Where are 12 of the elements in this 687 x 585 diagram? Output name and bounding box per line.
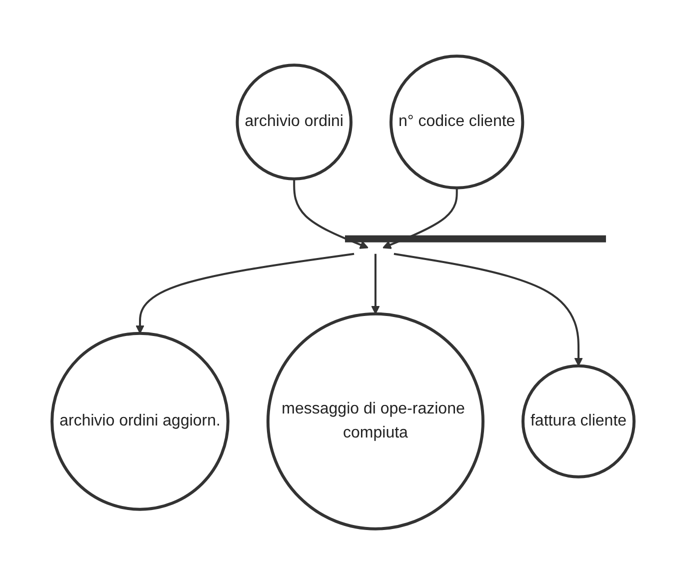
arrow — [394, 252, 584, 366]
arrow — [372, 254, 380, 314]
petri-net-diagram: archivio ordini n° codice cliente archivio ordini aggiorn. messaggio di ope-razione compiuta fattura cliente — [44, 0, 643, 585]
node-circle — [50, 332, 230, 511]
arrow — [382, 188, 458, 249]
node-circle — [266, 312, 485, 530]
node-circle — [390, 54, 525, 190]
arrow — [136, 252, 355, 334]
node-circle — [236, 64, 353, 180]
node-bar — [345, 235, 606, 242]
node-circle — [522, 364, 636, 478]
arrow — [294, 178, 369, 249]
